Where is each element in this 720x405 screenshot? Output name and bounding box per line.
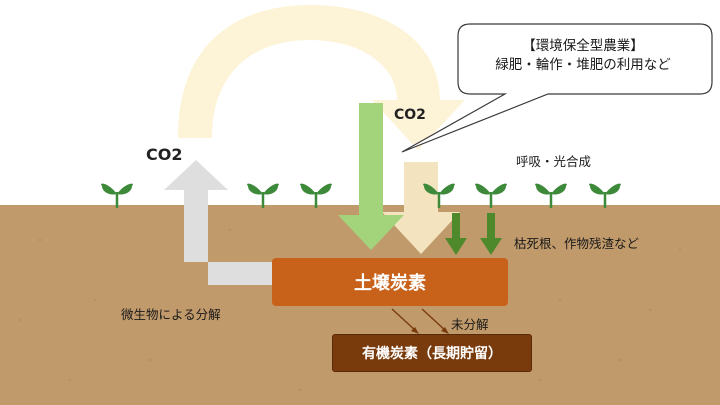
callout-text: 【環境保全型農業】 緑肥・輪作・堆肥の利用など	[458, 37, 708, 75]
undecomposed-label: 未分解	[451, 317, 489, 332]
plant-2	[247, 183, 279, 208]
cream-down-arrow	[382, 162, 460, 254]
dark-green-arrow-2	[480, 213, 502, 255]
plants	[101, 183, 621, 208]
co2-right-label: CO2	[394, 107, 426, 123]
plant-7	[589, 183, 621, 208]
soil-carbon-label: 土壌炭素	[354, 273, 426, 294]
plant-4	[423, 183, 455, 208]
green-co2-arrow	[338, 103, 404, 250]
callout-line-2: 緑肥・輪作・堆肥の利用など	[495, 57, 671, 73]
atmospheric-arc-arrow	[178, 5, 465, 150]
plant-1	[101, 183, 133, 208]
organic-carbon-label: 有機炭素（長期貯留）	[362, 346, 502, 362]
organic-carbon-box: 有機炭素（長期貯留）	[332, 334, 532, 372]
microbial-co2-arrow	[164, 160, 272, 285]
plant-5	[475, 183, 507, 208]
microbial-label: 微生物による分解	[121, 307, 221, 322]
plant-6	[535, 183, 567, 208]
litter-label: 枯死根、作物残渣など	[514, 236, 640, 251]
dark-green-arrow-1	[445, 213, 467, 255]
co2-left-label: CO2	[146, 145, 183, 164]
respiration-label: 呼吸・光合成	[516, 154, 592, 169]
plant-3	[300, 183, 332, 208]
callout-line-1: 【環境保全型農業】	[522, 38, 644, 54]
callout-bubble	[401, 23, 713, 153]
soil-carbon-box: 土壌炭素	[272, 258, 508, 306]
soil-speckles	[18, 228, 682, 392]
undecomposed-arrows	[391, 308, 449, 334]
